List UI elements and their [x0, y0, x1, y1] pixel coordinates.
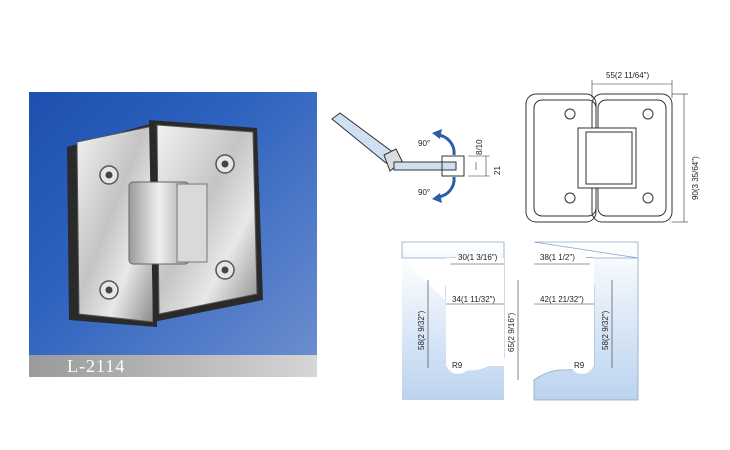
height-dim: 90(3 35/64") [691, 156, 700, 200]
right-height-dim: 58(2 9/32") [601, 310, 610, 350]
right-top-width-dim: 38(1 1/2") [540, 253, 575, 262]
left-radius-label: R9 [452, 361, 463, 370]
body-thickness-dim: 21 [493, 166, 502, 175]
glass-cutout-diagram: 30(1 3/16") 34(1 11/32") 58(2 9/32") R9 … [401, 241, 639, 401]
caption-bar: L-2114 [29, 355, 317, 377]
angle-bottom-label: 90° [418, 188, 430, 197]
front-view-diagram: 55(2 11/64") 90(3 35/64") [525, 71, 700, 223]
width-dim: 55(2 11/64") [606, 71, 650, 80]
angle-top-label: 90° [418, 139, 430, 148]
left-inner-width-dim: 34(1 11/32") [452, 295, 496, 304]
right-radius-label: R9 [574, 361, 585, 370]
left-height-dim: 58(2 9/32") [417, 310, 426, 350]
rotate-down-arrow-icon [437, 176, 456, 199]
left-top-width-dim: 30(1 3/16") [458, 253, 498, 262]
right-inner-width-dim: 42(1 21/32") [540, 295, 584, 304]
hinge-photo [67, 120, 263, 327]
product-photo-panel: L-2114 [29, 92, 317, 377]
side-view-diagram: 90° 90° 8/10 21 [331, 112, 502, 203]
glass-thickness-dim: 8/10 [475, 139, 484, 155]
center-height-dim: 65(2 9/16") [507, 312, 516, 352]
rotate-up-arrow-icon [437, 133, 456, 156]
model-code: L-2114 [67, 356, 126, 376]
